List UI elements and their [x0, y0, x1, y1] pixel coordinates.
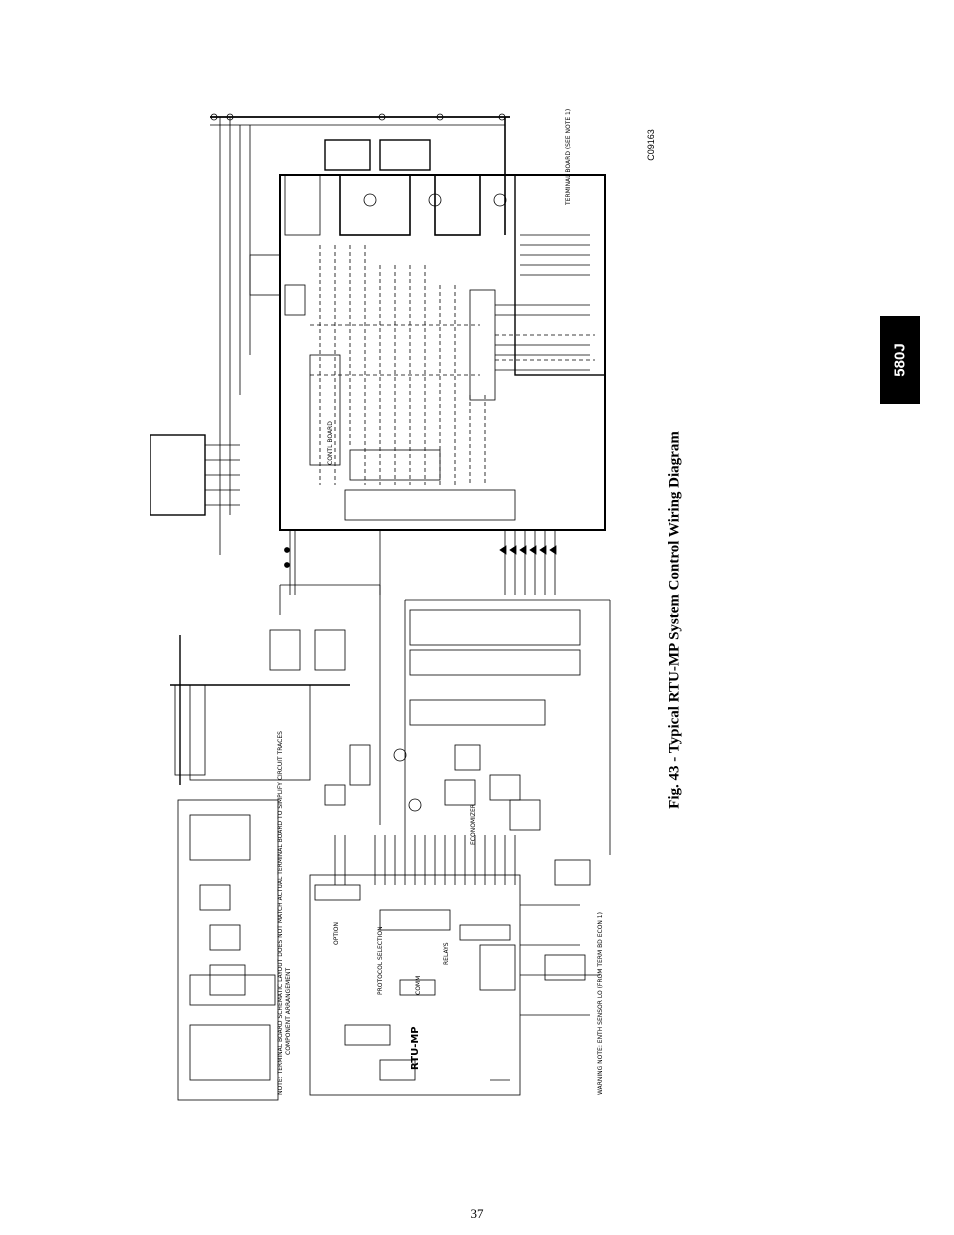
option-label: OPTION: [333, 922, 340, 945]
terminal-note-label: NOTE: TERMINAL BOARD SCHEMATIC LAYOUT DO…: [277, 731, 284, 1095]
page-number: 37: [470, 1206, 484, 1221]
warning-note-label: WARNING NOTE: ENTH SENSOR LO (FROM TERM …: [597, 912, 604, 1095]
control-board-label: CONTL BOARD: [327, 421, 334, 465]
component-arrangement-label: COMPONENT ARRANGEMENT: [285, 968, 292, 1055]
figure-code: C09163: [641, 120, 661, 170]
relays-label: RELAYS: [443, 942, 450, 965]
wiring-diagram: TERMINAL BOARD (SEE NOTE 1) CONTL BOARD …: [150, 109, 611, 1101]
comm-label: COMM: [415, 976, 422, 995]
side-tab-label: 580J: [891, 343, 909, 377]
economizer-label: ECONOMIZER: [470, 804, 477, 845]
terminal-board-label: TERMINAL BOARD (SEE NOTE 1): [565, 109, 572, 206]
rtu-mp-label: RTU-MP: [410, 1026, 421, 1070]
figure-caption: Fig. 43 - Typical RTU-MP System Control …: [655, 390, 695, 850]
figure-caption-text: Fig. 43 - Typical RTU-MP System Control …: [666, 431, 683, 809]
figure-code-text: C09163: [646, 129, 656, 161]
protocol-label: PROTOCOL SELECTION: [377, 926, 384, 995]
model-side-tab: 580J: [880, 316, 920, 404]
